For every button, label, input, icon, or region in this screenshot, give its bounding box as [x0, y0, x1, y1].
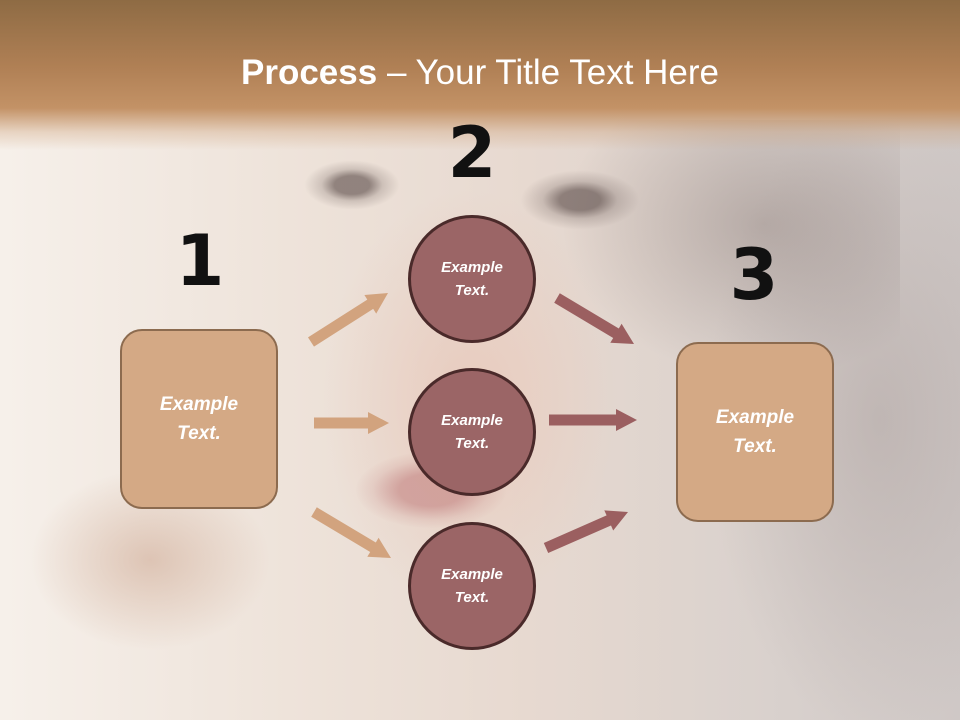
arrow-from-circle-bottom — [543, 510, 628, 553]
arrow-from-circle-top — [554, 293, 634, 344]
left-box[interactable]: Example Text. — [120, 329, 278, 509]
circle-bottom-text: Example Text. — [441, 566, 503, 606]
slide-title[interactable]: Process – Your Title Text Here — [0, 52, 960, 94]
step-number-3[interactable]: 3 — [729, 234, 779, 316]
left-box-text: Example Text. — [159, 394, 239, 444]
outgoing-arrows — [543, 293, 637, 553]
arrow-to-circle-bottom — [311, 507, 391, 558]
circle-middle[interactable]: Example Text. — [408, 368, 536, 496]
step-number-2[interactable]: 2 — [447, 112, 497, 194]
background-eye-left — [304, 160, 400, 210]
arrow-from-circle-middle — [549, 409, 637, 431]
arrow-to-circle-middle — [314, 412, 389, 434]
background-eye-right — [520, 170, 640, 230]
title-strong: Process — [241, 53, 378, 92]
title-rest: – Your Title Text Here — [377, 53, 719, 92]
incoming-arrows — [308, 293, 391, 558]
circle-bottom[interactable]: Example Text. — [408, 522, 536, 650]
right-box[interactable]: Example Text. — [676, 342, 834, 522]
circle-top[interactable]: Example Text. — [408, 215, 536, 343]
circle-middle-text: Example Text. — [441, 412, 503, 452]
circle-top-text: Example Text. — [441, 259, 503, 299]
right-box-text: Example Text. — [715, 407, 795, 457]
step-number-1[interactable]: 1 — [175, 220, 225, 302]
title-band — [0, 0, 960, 150]
arrow-to-circle-top — [308, 293, 388, 347]
